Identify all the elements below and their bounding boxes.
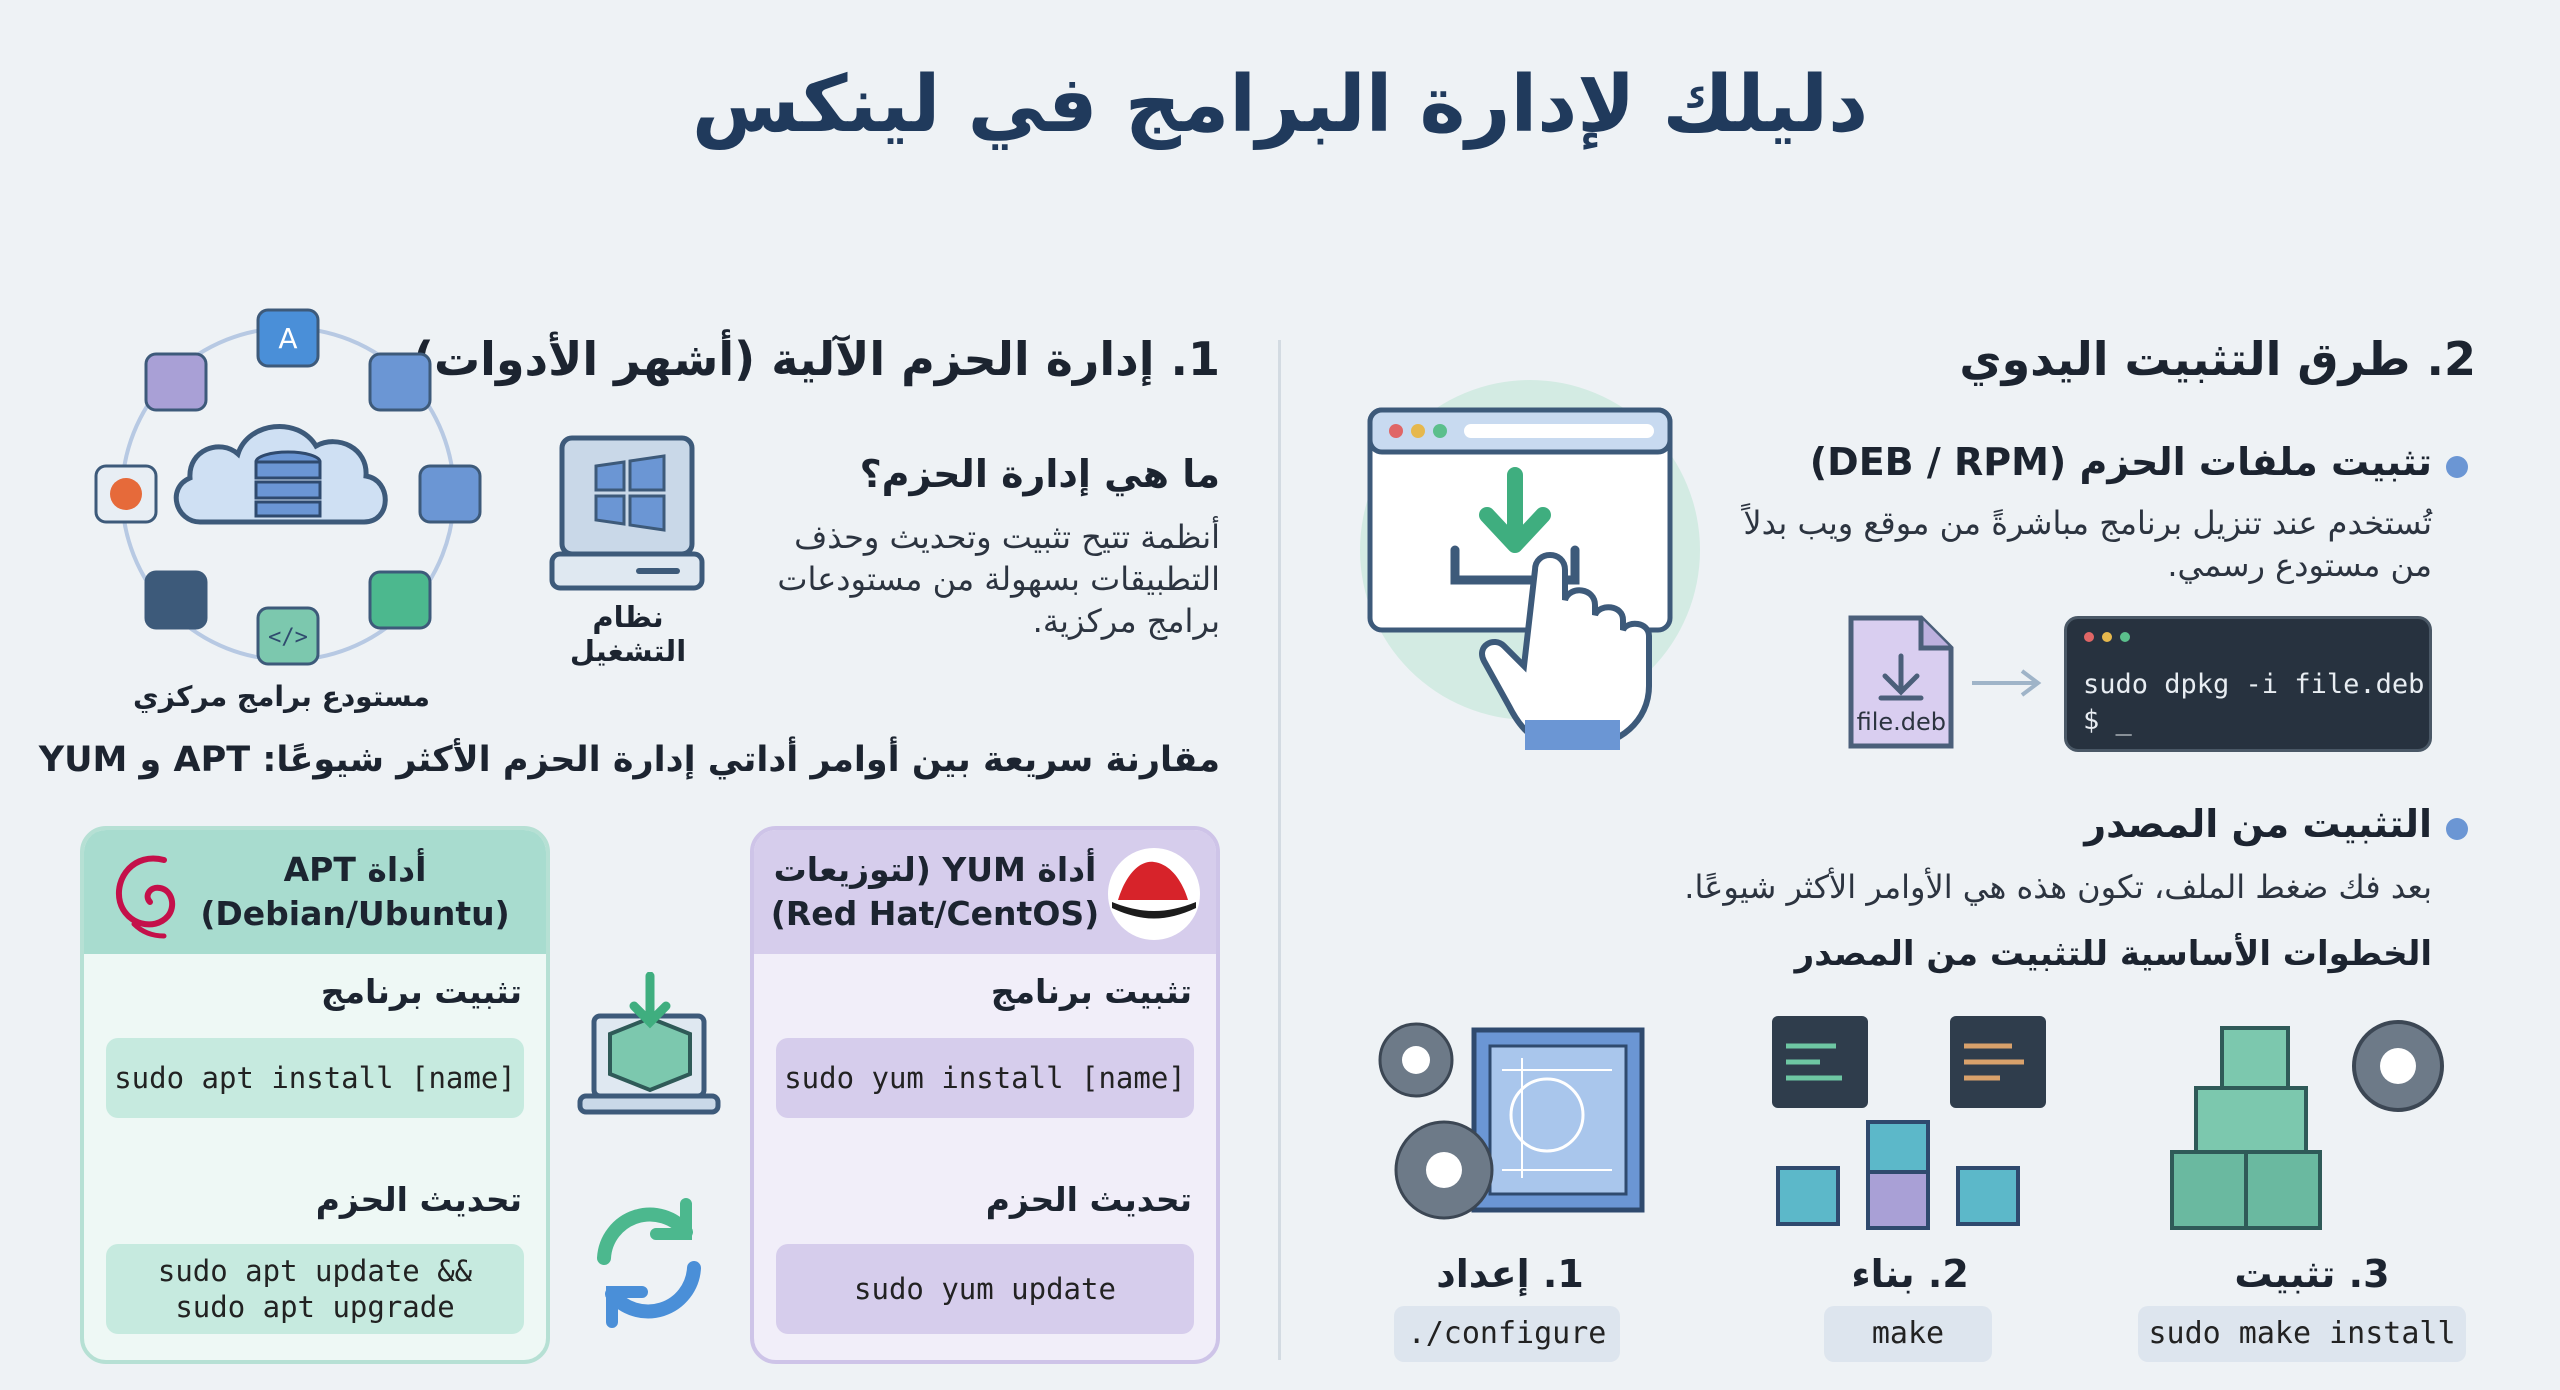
debian-logo-icon bbox=[115, 855, 176, 939]
section-divider bbox=[1278, 340, 1281, 1360]
build-code-blocks-icon bbox=[1772, 1016, 2046, 1230]
window-dots-icon bbox=[2084, 632, 2130, 642]
what-is-pm-heading: ما هي إدارة الحزم؟ bbox=[859, 452, 1220, 496]
terminal-command: sudo dpkg -i file.deb bbox=[2083, 669, 2425, 700]
central-repository-diagram: A </> bbox=[94, 308, 482, 666]
pkg-files-heading: تثبيت ملفات الحزم (DEB / RPM) bbox=[1809, 440, 2432, 484]
terminal-prompt: $ _ bbox=[2083, 705, 2132, 736]
source-steps-heading: الخطوات الأساسية للتثبيت من المصدر bbox=[1794, 934, 2432, 974]
step-configure-cmd: ./configure bbox=[1394, 1306, 1620, 1362]
terminal-window: sudo dpkg -i file.deb $ _ bbox=[2064, 616, 2432, 752]
section2-heading: 2. طرق التثبيت اليدوي bbox=[1959, 332, 2476, 386]
svg-text:</>: </> bbox=[268, 625, 308, 650]
apt-update-cmd: sudo apt update && sudo apt upgrade bbox=[106, 1244, 524, 1334]
yum-install-cmd: sudo yum install [name] bbox=[776, 1038, 1194, 1118]
configure-gears-blueprint-icon bbox=[1378, 1022, 1645, 1220]
source-install-heading: التثبيت من المصدر bbox=[2084, 802, 2432, 846]
source-install-description: بعد فك ضغط الملف، تكون هذه هي الأوامر ال… bbox=[1684, 868, 2432, 906]
what-is-pm-description: أنظمة تتيح تثبيت وتحديث وحذف التطبيقات ب… bbox=[777, 518, 1220, 640]
step-build-cmd: make bbox=[1824, 1306, 1992, 1362]
yum-update-label: تحديث الحزم bbox=[985, 1180, 1192, 1219]
install-boxes-gear-icon bbox=[2170, 1020, 2444, 1230]
download-install-illustration bbox=[1360, 380, 1700, 750]
apt-install-cmd: sudo apt install [name] bbox=[106, 1038, 524, 1118]
deb-file-icon bbox=[1848, 615, 1954, 749]
refresh-sync-icon bbox=[597, 1198, 701, 1328]
central-repo-label: مستودع برامج مركزي bbox=[133, 680, 430, 713]
os-computer-icon bbox=[549, 435, 705, 591]
package-laptop-icon bbox=[577, 972, 721, 1115]
step-install-label: 3. تثبيت bbox=[2234, 1252, 2390, 1296]
yum-install-label: تثبيت برنامج bbox=[990, 972, 1192, 1011]
apt-update-label: تحديث الحزم bbox=[315, 1180, 522, 1219]
pkg-files-description: تُستخدم عند تنزيل برنامج مباشرةً من موقع… bbox=[1743, 504, 2432, 584]
comparison-heading: مقارنة سريعة بين أوامر أداتي إدارة الحزم… bbox=[38, 740, 1220, 780]
apt-card: أداة APT (Debian/Ubuntu) تثبيت برنامج su… bbox=[80, 826, 550, 1364]
section1-heading: 1. إدارة الحزم الآلية (أشهر الأدوات) bbox=[412, 332, 1220, 386]
yum-update-cmd: sudo yum update bbox=[776, 1244, 1194, 1334]
svg-text:A: A bbox=[278, 322, 297, 355]
bullet-dot bbox=[2446, 456, 2468, 478]
step-install-cmd: sudo make install bbox=[2138, 1306, 2466, 1362]
step-build-label: 2. بناء bbox=[1851, 1252, 1969, 1296]
apt-install-label: تثبيت برنامج bbox=[320, 972, 522, 1011]
arrow-icon bbox=[1972, 669, 2042, 697]
os-label: نظام التشغيل bbox=[569, 600, 687, 668]
yum-card: أداة YUM (لتوزيعات (Red Hat/CentOS) تثبي… bbox=[750, 826, 1220, 1364]
redhat-logo-icon bbox=[1108, 848, 1200, 940]
page-title: دليلك لإدارة البرامج في لينكس bbox=[691, 60, 1869, 150]
file-deb-label: file.deb bbox=[1856, 708, 1946, 736]
apt-card-header: أداة APT (Debian/Ubuntu) bbox=[84, 830, 546, 954]
bullet-dot bbox=[2446, 818, 2468, 840]
step-configure-label: 1. إعداد bbox=[1436, 1252, 1584, 1296]
